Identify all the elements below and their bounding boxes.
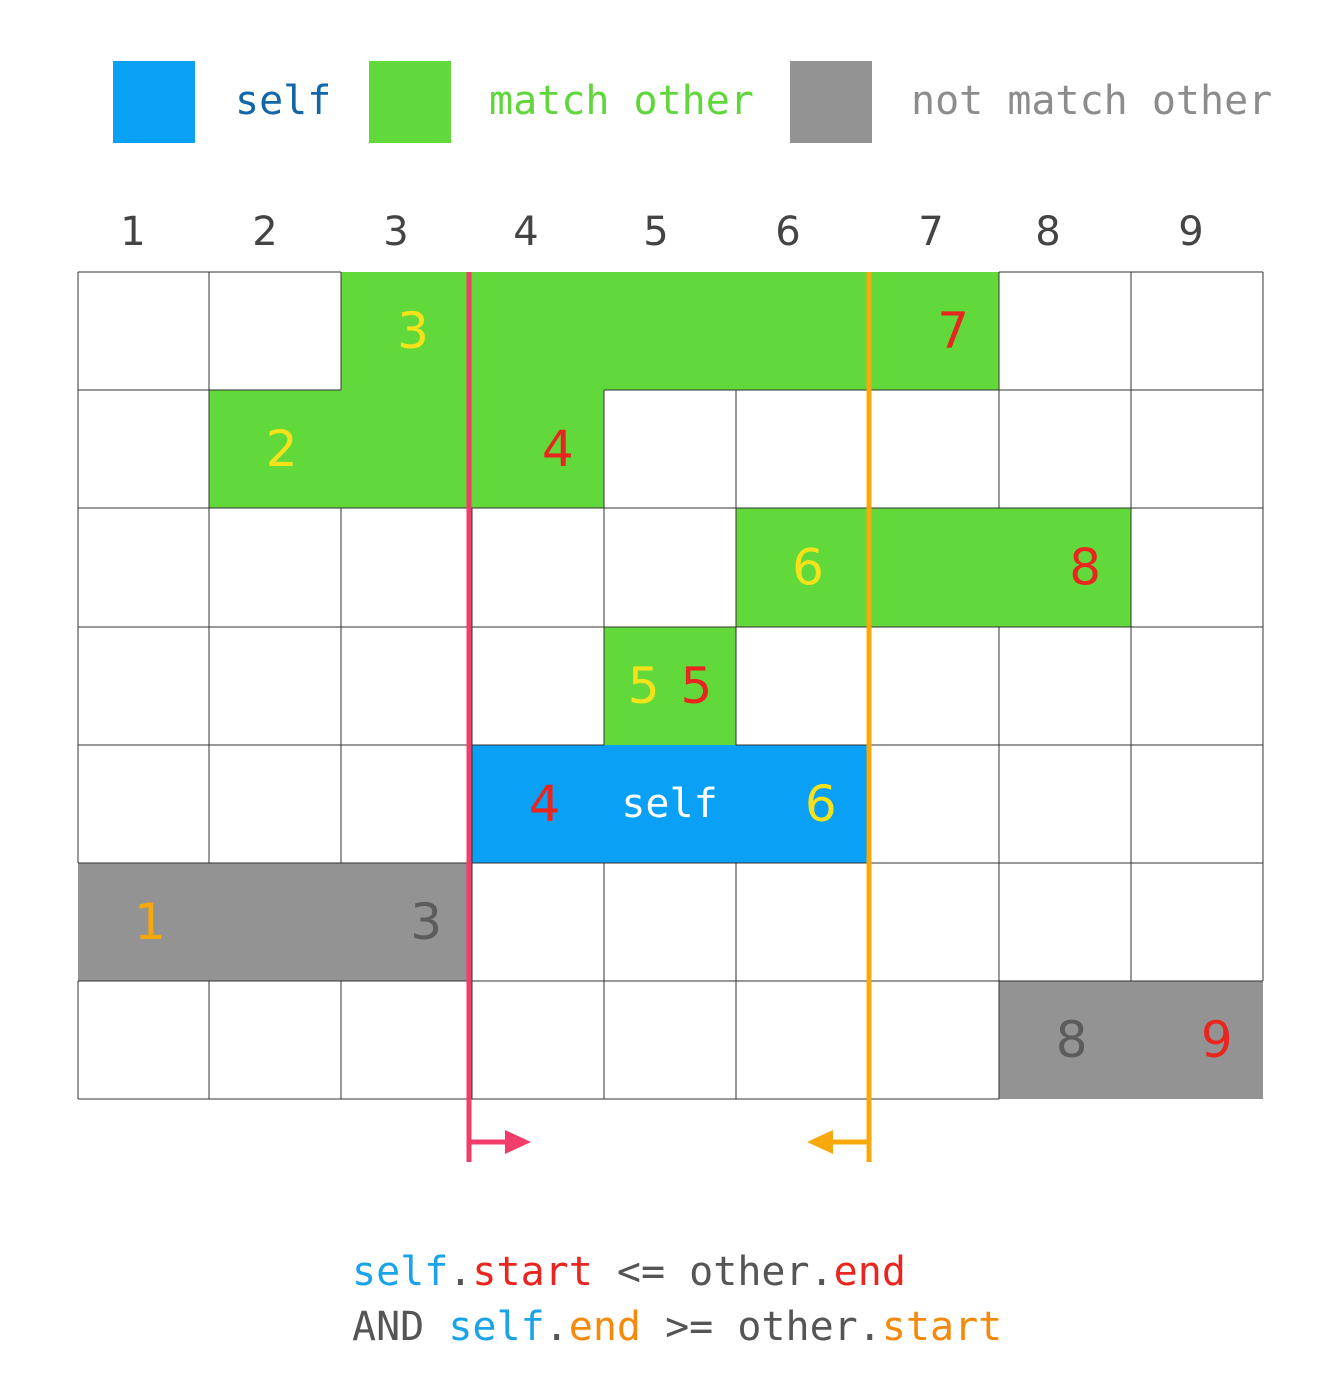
match-end-label-row-3: 8 — [1069, 539, 1101, 597]
nomatch-interval-row-6 — [78, 863, 472, 981]
formula-line2-token: start — [881, 1304, 1003, 1350]
legend-label-match: match other — [489, 78, 754, 124]
match-start-label-row-3: 6 — [792, 539, 824, 597]
match-end-label-row-1: 7 — [937, 302, 969, 360]
self-start-label-row-5: 4 — [529, 775, 561, 833]
column-header-7: 7 — [918, 209, 944, 255]
legend-swatch-match — [369, 61, 451, 143]
match-start-label-row-1: 3 — [397, 302, 429, 360]
interval-fills — [78, 272, 1263, 1099]
match-start-label-row-4: 5 — [628, 657, 660, 715]
match-interval-row-4 — [604, 627, 736, 745]
match-start-label-row-2: 2 — [266, 420, 298, 478]
formula-line-1: self.start <= other.end — [352, 1244, 906, 1300]
column-header-2: 2 — [252, 209, 278, 255]
formula-line2-token: . — [544, 1304, 569, 1350]
formula-line1-token: end — [833, 1249, 906, 1295]
column-header-1: 1 — [120, 209, 146, 255]
formula-line2-token: >= other. — [641, 1304, 882, 1350]
formula-line2-token: end — [568, 1304, 641, 1350]
formula-line1-token: . — [448, 1249, 473, 1295]
formula-line2-token: AND — [352, 1304, 449, 1350]
formula-line2-token: self — [448, 1304, 545, 1350]
column-header-6: 6 — [775, 209, 801, 255]
self-center-label: self — [621, 781, 717, 827]
formula-line1-token: start — [472, 1249, 593, 1295]
formula-line1-token: <= other. — [592, 1249, 834, 1295]
match-interval-row-2 — [209, 390, 604, 508]
column-header-5: 5 — [643, 209, 669, 255]
nomatch-end-label-row-7: 9 — [1201, 1011, 1233, 1069]
match-interval-row-3 — [736, 508, 1131, 627]
formula-line1-token: self — [352, 1249, 449, 1295]
boundary-markers — [466, 272, 872, 1162]
column-header-8: 8 — [1035, 209, 1061, 255]
self-end-label-row-5: 6 — [805, 775, 837, 833]
nomatch-interval-row-7 — [999, 981, 1263, 1099]
legend-swatch-not-match — [790, 61, 872, 143]
grid-lines — [77, 271, 1264, 1100]
column-header-3: 3 — [383, 209, 409, 255]
formula-line-2: AND self.end >= other.start — [352, 1299, 1002, 1355]
legend-label-not-match: not match other — [911, 78, 1273, 124]
nomatch-start-label-row-6: 1 — [134, 893, 166, 951]
nomatch-end-label-row-6: 3 — [410, 893, 442, 951]
match-interval-row-1 — [341, 272, 999, 390]
self-interval-row-5 — [472, 745, 867, 863]
legend-label-self: self — [235, 78, 332, 124]
start-arrow-head-icon — [505, 1130, 531, 1154]
match-end-label-row-4: 5 — [680, 657, 712, 715]
legend-swatch-self — [113, 61, 195, 143]
match-end-label-row-2: 4 — [542, 420, 574, 478]
column-header-4: 4 — [513, 209, 539, 255]
column-header-9: 9 — [1178, 209, 1204, 255]
nomatch-start-label-row-7: 8 — [1056, 1011, 1088, 1069]
end-arrow-head-icon — [807, 1130, 833, 1154]
